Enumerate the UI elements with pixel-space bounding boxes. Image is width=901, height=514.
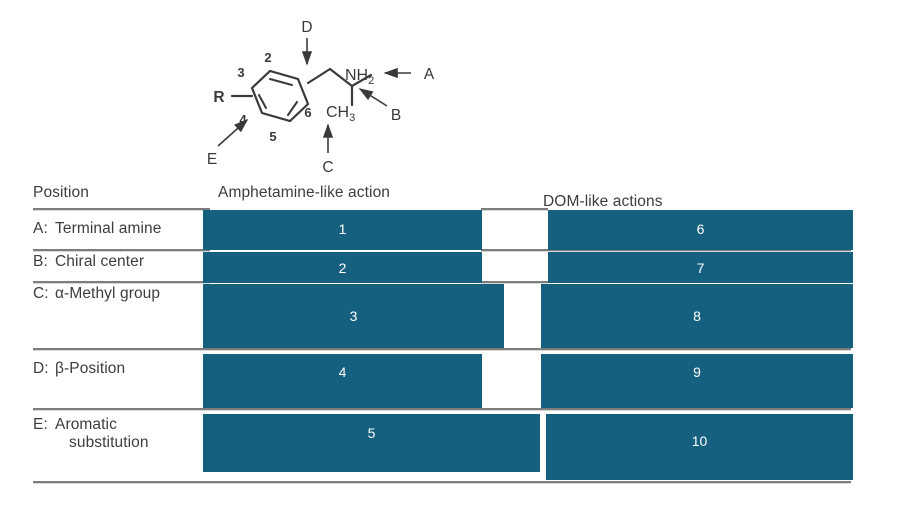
callout-arrow-b [358,88,388,107]
block-dom-a: 6 [548,210,853,250]
block-dom-e: 10 [546,414,853,480]
block-amphetamine-c: 3 [203,284,504,348]
rule-row-a-bottom-left [33,249,210,251]
callout-label-e: E [207,151,217,168]
row-text-a: Terminal amine [55,220,162,237]
amine-group-label: NH2 [345,67,374,87]
row-text-e: Aromatic [55,416,117,433]
block-number-7: 7 [696,260,705,276]
benzene-ring [250,69,310,123]
methyl-group-label: CH3 [326,104,355,124]
row-tag-a: A: [33,220,48,237]
row-tag-e: E: [33,416,48,433]
block-dom-b: 7 [548,252,853,283]
column-header-dom-like-actions: DOM-like actions [543,193,663,210]
column-header-position: Position [33,184,89,201]
block-number-1: 1 [338,221,347,237]
rule-row-a-bottom-right [481,249,851,251]
rule-row-c-bottom [33,348,851,350]
block-number-8: 8 [693,308,701,324]
ring-number-3: 3 [237,65,244,80]
block-amphetamine-b: 2 [203,252,482,283]
rule-row-d-bottom [33,408,851,410]
block-amphetamine-d: 4 [203,354,482,408]
rule-header-left [33,208,210,210]
row-tag-b: B: [33,253,48,270]
block-number-4: 4 [338,364,347,380]
column-header-amphetamine-like-action: Amphetamine-like action [218,184,391,201]
block-number-2: 2 [338,260,347,276]
row-label-e: E: Aromatic substitution [33,416,149,452]
row-text-c: α-Methyl group [55,285,161,302]
block-number-3: 3 [349,308,358,324]
row-tag-c: C: [33,285,49,302]
r-substituent-label: R [213,89,224,106]
row-text-e-line2: substitution [69,434,149,451]
row-tag-d: D: [33,360,49,377]
callout-label-c: C [322,159,333,176]
rule-table-bottom [33,481,851,483]
row-label-a: A: Terminal amine [33,220,162,238]
comparison-table: Position Amphetamine-like action DOM-lik… [0,182,901,514]
ring-number-6: 6 [304,105,311,120]
callout-label-b: B [391,107,401,124]
block-number-9: 9 [693,364,701,380]
block-dom-c: 8 [541,284,853,348]
block-amphetamine-e: 5 [203,414,540,472]
molecule-diagram: R 2 3 4 5 6 NH2 CH3 D A B C [207,19,435,176]
block-number-6: 6 [696,221,705,237]
structure-figure: R 2 3 4 5 6 NH2 CH3 D A B C [0,0,901,182]
row-label-b: B: Chiral center [33,253,144,271]
row-text-d: β-Position [55,360,126,377]
block-number-5: 5 [367,425,376,441]
block-dom-d: 9 [541,354,853,408]
rule-header-mid [481,208,548,210]
callout-label-a: A [424,66,435,83]
rule-row-b-bottom-right [481,281,548,283]
ring-number-5: 5 [269,129,276,144]
row-label-c: C: α-Methyl group [33,285,160,303]
ring-number-2: 2 [264,50,271,65]
rule-row-b-bottom-left [33,281,210,283]
callout-label-d: D [301,19,312,36]
callout-arrow-e [217,118,249,147]
block-amphetamine-a: 1 [203,210,482,250]
row-label-d: D: β-Position [33,360,125,378]
row-text-b: Chiral center [55,253,145,270]
block-number-10: 10 [691,433,708,449]
